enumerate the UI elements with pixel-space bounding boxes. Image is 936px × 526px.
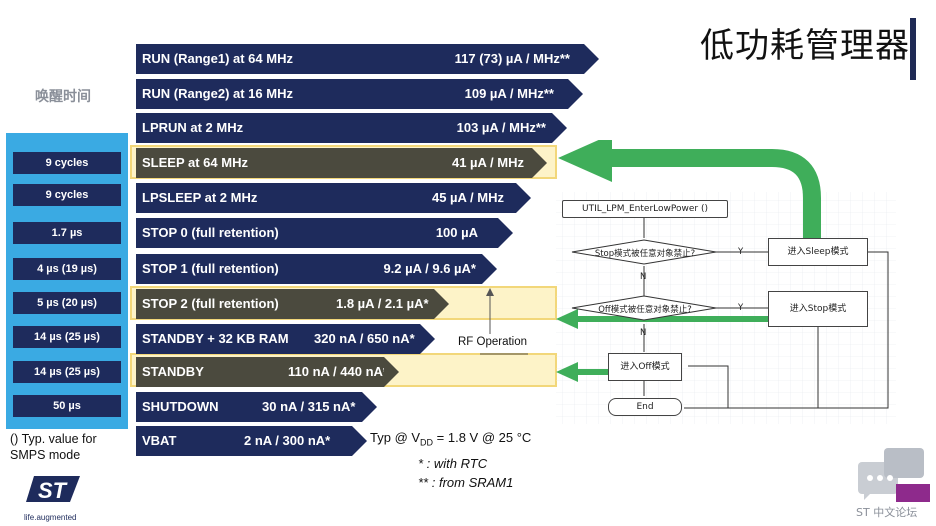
- mode-consumption: 41 µA / MHz: [451, 155, 524, 170]
- mode-bar-lprun: LPRUN at 2 MHz 103 µA / MHz**: [136, 113, 567, 143]
- no-label-2: N: [640, 328, 647, 338]
- decision-diamond-stop: [571, 239, 717, 265]
- wake-time-stop1: 4 µs (19 µs): [13, 258, 121, 280]
- mode-bar-shutdown: SHUTDOWN 30 nA / 315 nA*: [136, 392, 377, 422]
- mode-label: STOP 0 (full retention): [142, 225, 279, 240]
- forum-chat-icon: [858, 448, 930, 502]
- mode-bar-sleep: SLEEP at 64 MHz 41 µA / MHz: [136, 148, 547, 178]
- bar-arrow-tip: [352, 426, 367, 456]
- mode-label: VBAT: [142, 433, 177, 448]
- wake-time-panel: 9 cycles 9 cycles 1.7 µs 4 µs (19 µs) 5 …: [6, 133, 128, 429]
- stop-arrow-head: [556, 309, 578, 329]
- off-return-arrow: [576, 369, 610, 375]
- mode-bar-stop2: STOP 2 (full retention) 1.8 µA / 2.1 µA*: [136, 289, 449, 319]
- wake-time-standby: 14 µs (25 µs): [13, 361, 121, 383]
- mode-consumption: 109 µA / MHz**: [464, 86, 554, 101]
- mode-bar-run-range2: RUN (Range2) at 16 MHz 109 µA / MHz**: [136, 79, 583, 109]
- bar-arrow-tip: [568, 79, 583, 109]
- off-arrow-head: [556, 362, 578, 382]
- flowchart-enter-sleep: 进入Sleep模式: [768, 238, 868, 266]
- footnote-rtc: * : with RTC: [418, 456, 488, 471]
- mode-bar-standby: STANDBY 110 nA / 440 nA*: [136, 357, 399, 387]
- typ-prefix: Typ @ V: [370, 430, 421, 445]
- mode-label: STANDBY + 32 KB RAM: [142, 331, 289, 346]
- flowchart-end: End: [608, 398, 682, 416]
- bar-arrow-tip: [498, 218, 513, 248]
- title-accent-bar: [910, 18, 916, 80]
- mode-consumption: 110 nA / 440 nA*: [288, 364, 388, 379]
- mode-consumption: 45 µA / MHz: [431, 190, 504, 205]
- bar-arrow-tip: [362, 392, 377, 422]
- flowchart-enter-off: 进入Off模式: [608, 353, 682, 381]
- wake-time-heading: 唤醒时间: [35, 89, 91, 105]
- st-logo-tagline: life.augmented: [24, 513, 77, 522]
- stop-return-arrow: [576, 316, 768, 322]
- bar-arrow-tip: [384, 357, 399, 387]
- mode-bar-vbat: VBAT 2 nA / 300 nA*: [136, 426, 367, 456]
- mode-consumption: 100 µA: [435, 225, 478, 240]
- flowchart-diagram: [556, 140, 896, 424]
- mode-consumption: 30 nA / 315 nA*: [262, 399, 356, 414]
- wake-time-lpsleep: 9 cycles: [13, 184, 121, 206]
- mode-label: LPSLEEP at 2 MHz: [142, 190, 258, 205]
- mode-label: LPRUN at 2 MHz: [142, 120, 244, 135]
- svg-text:ST: ST: [38, 478, 68, 503]
- bar-arrow-tip: [482, 254, 497, 284]
- decision-stop-label: Stop模式被任意对象禁止?: [594, 249, 696, 259]
- mode-consumption: 117 (73) µA / MHz**: [454, 51, 570, 66]
- sleep-arrow-head: [558, 140, 612, 182]
- mode-consumption: 320 nA / 650 nA*: [314, 331, 415, 346]
- mode-bar-standby-ram: STANDBY + 32 KB RAM 320 nA / 650 nA*: [136, 324, 435, 354]
- bar-arrow-tip: [584, 44, 599, 74]
- mode-label: RUN (Range1) at 64 MHz: [142, 51, 293, 66]
- mode-label: STOP 2 (full retention): [142, 296, 279, 311]
- bar-arrow-tip: [434, 289, 449, 319]
- forum-label: ST 中文论坛: [856, 506, 918, 519]
- mode-label: STANDBY: [142, 364, 204, 379]
- typ-suffix: = 1.8 V @ 25 °C: [433, 430, 532, 445]
- yes-label-1: Y: [738, 247, 744, 257]
- page-title: 低功耗管理器: [700, 26, 910, 66]
- decision-diamond-off: [571, 295, 717, 321]
- sleep-return-arrow: [608, 149, 821, 238]
- rf-operation-label: RF Operation: [458, 336, 528, 348]
- mode-label: SHUTDOWN: [142, 399, 219, 414]
- st-logo: ST life.augmented: [24, 472, 84, 522]
- st-logo-mark: ST: [26, 476, 80, 503]
- mode-label: SLEEP at 64 MHz: [142, 155, 248, 170]
- mode-bar-lpsleep: LPSLEEP at 2 MHz 45 µA / MHz: [136, 183, 531, 213]
- mode-bar-run-range1: RUN (Range1) at 64 MHz 117 (73) µA / MHz…: [136, 44, 599, 74]
- wake-time-sleep: 9 cycles: [13, 152, 121, 174]
- flowchart-enter-stop: 进入Stop模式: [768, 291, 868, 327]
- mode-consumption: 1.8 µA / 2.1 µA*: [336, 296, 429, 311]
- no-label-1: N: [640, 272, 647, 282]
- decision-off-label: Off模式被任意对象禁止?: [598, 305, 692, 315]
- smps-note: () Typ. value for SMPS mode: [10, 432, 97, 462]
- mode-consumption: 2 nA / 300 nA*: [244, 433, 331, 448]
- rf-operation-marker: [480, 288, 528, 355]
- wake-time-stop0: 1.7 µs: [13, 222, 121, 244]
- mode-bar-stop1: STOP 1 (full retention) 9.2 µA / 9.6 µA*: [136, 254, 497, 284]
- typ-condition: Typ @ VDD = 1.8 V @ 25 °C: [370, 430, 531, 448]
- footnote-sram: ** : from SRAM1: [418, 475, 514, 490]
- mode-consumption: 9.2 µA / 9.6 µA*: [383, 261, 476, 276]
- bar-arrow-tip: [552, 113, 567, 143]
- wake-time-standby-ram: 14 µs (25 µs): [13, 326, 121, 348]
- bar-arrow-tip: [516, 183, 531, 213]
- flowchart-start-box: UTIL_LPM_EnterLowPower (): [562, 200, 728, 218]
- bar-arrow-tip: [420, 324, 435, 354]
- wake-time-stop2: 5 µs (20 µs): [13, 292, 121, 314]
- mode-label: RUN (Range2) at 16 MHz: [142, 86, 293, 101]
- mode-consumption: 103 µA / MHz**: [456, 120, 546, 135]
- mode-bar-stop0: STOP 0 (full retention) 100 µA: [136, 218, 513, 248]
- yes-label-2: Y: [738, 303, 744, 313]
- mode-label: STOP 1 (full retention): [142, 261, 279, 276]
- wake-time-shutdown: 50 µs: [13, 395, 121, 417]
- typ-subscript: DD: [420, 437, 434, 448]
- bar-arrow-tip: [532, 148, 547, 178]
